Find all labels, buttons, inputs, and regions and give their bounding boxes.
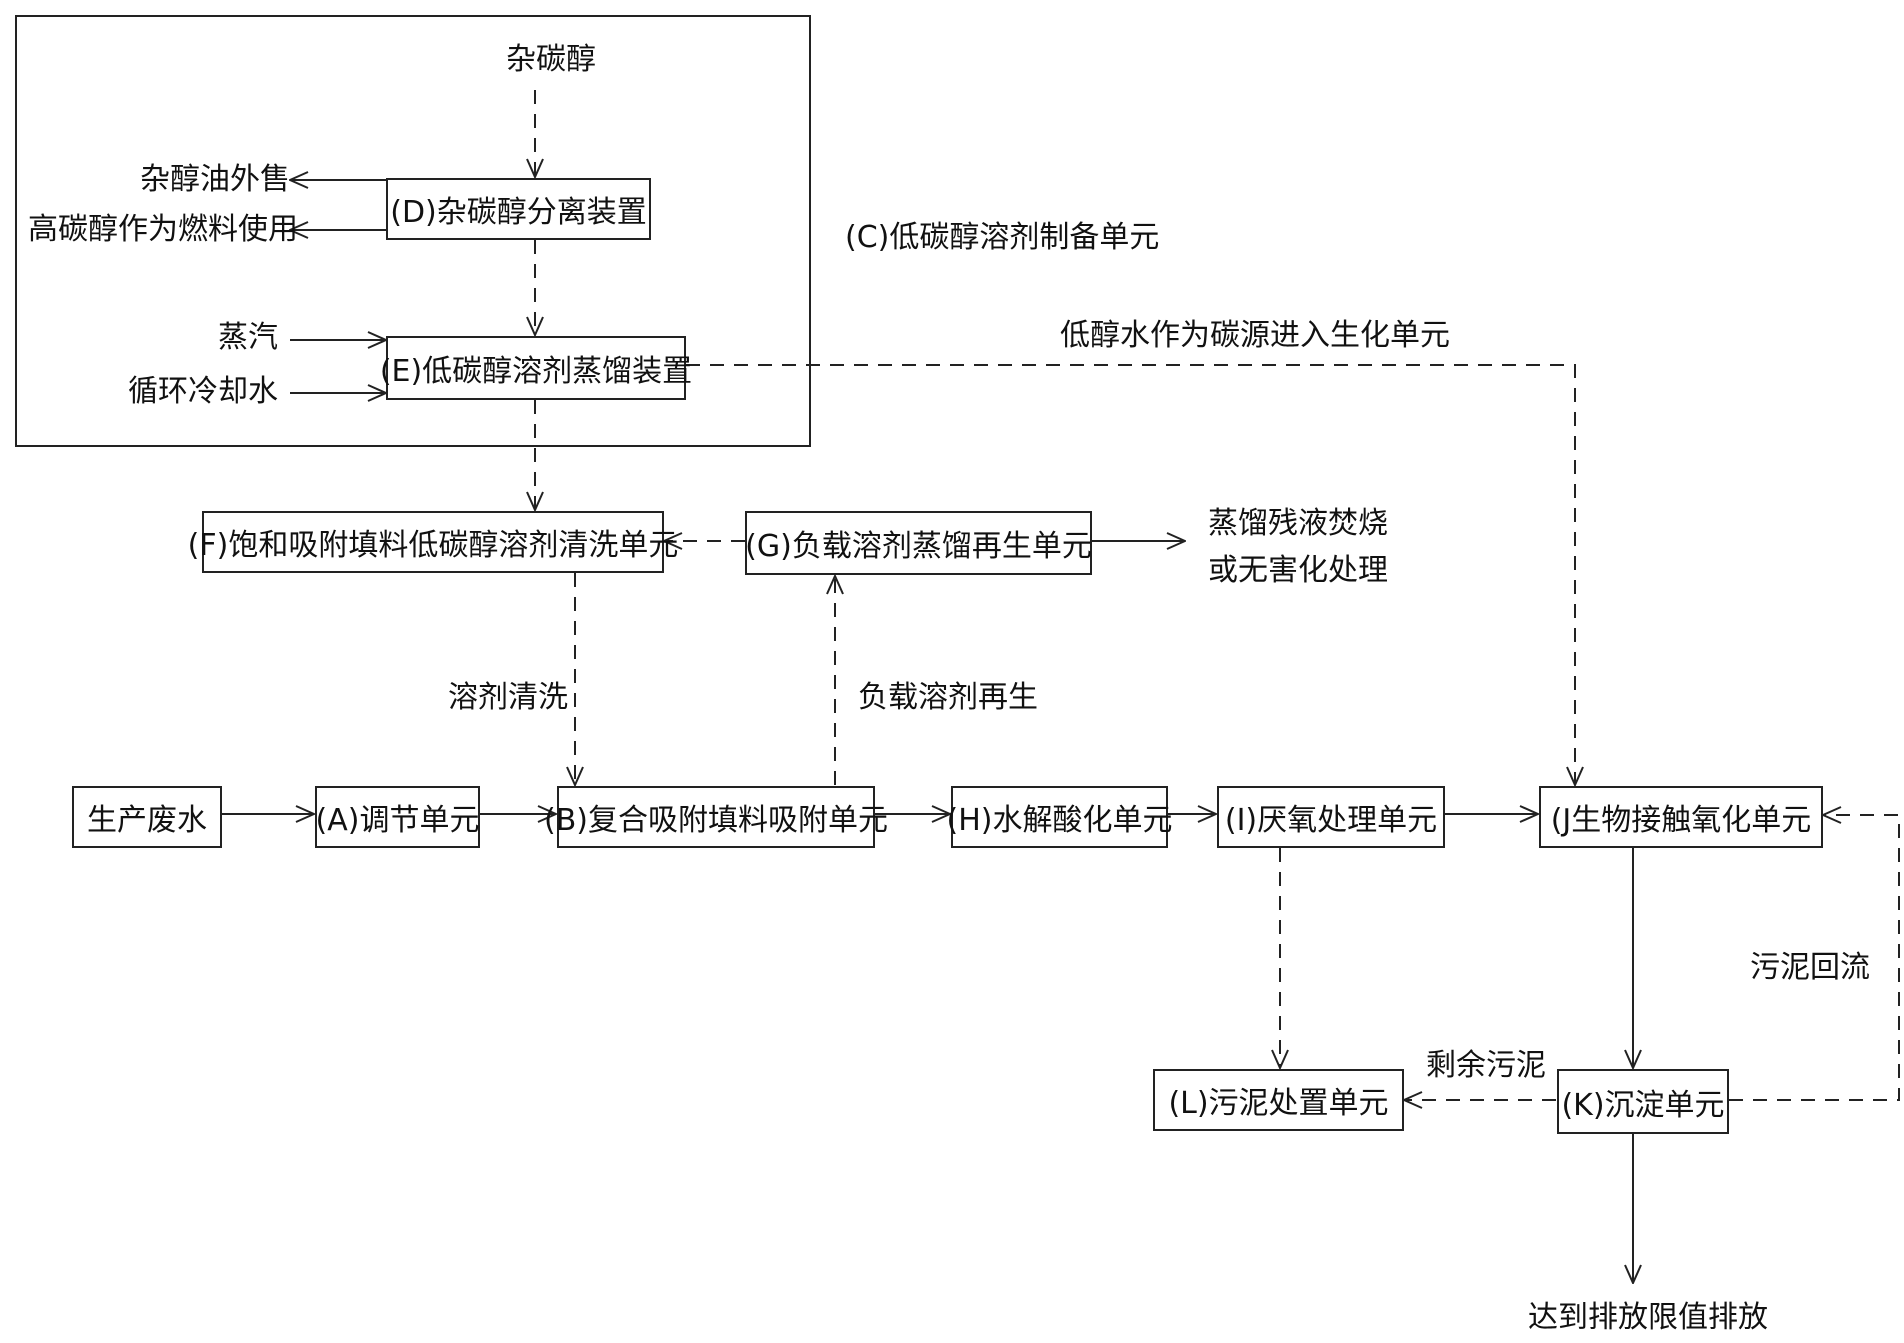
node-j-oxidation: (J生物接触氧化单元	[1539, 786, 1823, 848]
node-d-separation: (D)杂碳醇分离装置	[386, 178, 651, 240]
arrow-sludge-return	[1729, 815, 1900, 1101]
label-sludge-return: 污泥回流	[1750, 950, 1870, 985]
label-residue-line2: 或无害化处理	[1208, 553, 1388, 588]
label-solvent-wash: 溶剂清洗	[448, 680, 568, 715]
node-h-hydrolysis: (H)水解酸化单元	[947, 786, 1172, 848]
label-steam: 蒸汽	[218, 320, 278, 355]
label-low-alcohol-water: 低醇水作为碳源进入生化单元	[1060, 318, 1450, 353]
node-l-sludge-disposal: (L)污泥处置单元	[1153, 1069, 1404, 1131]
label-mixed-alcohol: 杂碳醇	[506, 42, 596, 77]
label-excess-sludge: 剩余污泥	[1426, 1048, 1546, 1083]
node-e-distillation: (E)低碳醇溶剂蒸馏装置	[380, 336, 692, 400]
node-g-regen-unit: (G)负载溶剂蒸馏再生单元	[745, 511, 1092, 575]
label-discharge: 达到排放限值排放	[1528, 1300, 1768, 1335]
label-cooling-water: 循环冷却水	[128, 374, 278, 409]
label-high-alcohol-fuel: 高碳醇作为燃料使用	[28, 212, 298, 247]
node-f-wash-unit: (F)饱和吸附填料低碳醇溶剂清洗单元	[188, 511, 678, 573]
label-solvent-regen: 负载溶剂再生	[858, 680, 1038, 715]
node-i-anaerobic: (I)厌氧处理单元	[1217, 786, 1445, 848]
label-fusel-oil-sale: 杂醇油外售	[140, 162, 290, 197]
label-c-unit: (C)低碳醇溶剂制备单元	[845, 220, 1160, 255]
node-a-regulation: (A)调节单元	[315, 786, 480, 848]
node-b-adsorption: (B)复合吸附填料吸附单元	[544, 786, 888, 848]
arrow-e-to-j	[686, 364, 1575, 785]
node-k-sedimentation: (K)沉淀单元	[1557, 1069, 1729, 1134]
unit-c-frame	[15, 15, 811, 447]
node-source-wastewater: 生产废水	[72, 786, 222, 848]
label-residue-line1: 蒸馏残液焚烧	[1208, 506, 1388, 541]
